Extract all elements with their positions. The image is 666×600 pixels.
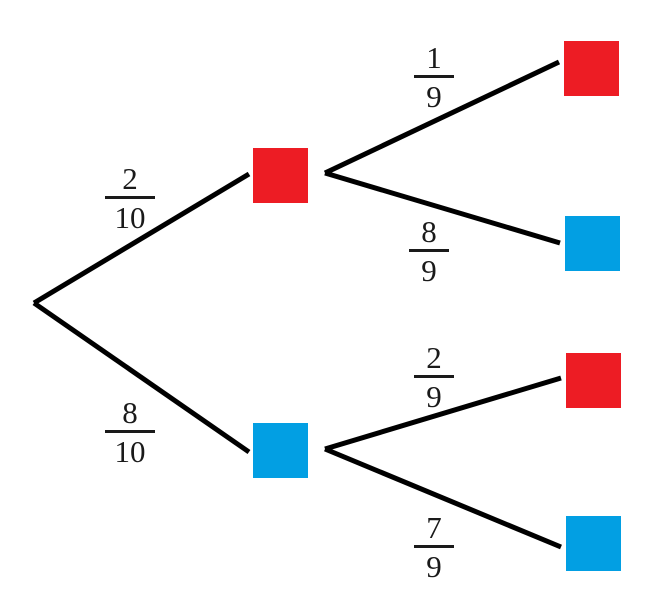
fraction-numerator: 8	[421, 214, 437, 249]
fraction-numerator: 1	[426, 40, 442, 75]
probability-label-blue-red: 2 9	[414, 342, 454, 412]
branch-line-red-blue	[324, 170, 561, 246]
fraction-numerator: 2	[122, 161, 138, 196]
node-level1-blue	[253, 423, 308, 478]
fraction-bar	[105, 430, 155, 433]
fraction-numerator: 2	[426, 340, 442, 375]
fraction-denominator: 10	[114, 434, 146, 469]
probability-label-red-blue: 8 9	[409, 216, 449, 286]
branch-line-root-blue	[32, 300, 251, 455]
node-level1-red	[253, 148, 308, 203]
node-level2-red-blue	[565, 216, 620, 271]
fraction-denominator: 9	[426, 79, 442, 114]
fraction-denominator: 10	[114, 200, 146, 235]
fraction-denominator: 9	[426, 549, 442, 584]
node-level2-blue-blue	[566, 516, 621, 571]
fraction-denominator: 9	[426, 379, 442, 414]
fraction-bar	[414, 375, 454, 378]
fraction-bar	[105, 196, 155, 199]
probability-label-root-red: 2 10	[105, 163, 155, 233]
fraction-numerator: 8	[122, 395, 138, 430]
probability-label-blue-blue: 7 9	[414, 512, 454, 582]
probability-label-red-red: 1 9	[414, 42, 454, 112]
branch-line-root-red	[32, 171, 251, 306]
node-level2-red-red	[564, 41, 619, 96]
probability-label-root-blue: 8 10	[105, 397, 155, 467]
branch-line-red-red	[323, 59, 561, 176]
fraction-numerator: 7	[426, 510, 442, 545]
fraction-bar	[409, 249, 449, 252]
fraction-bar	[414, 75, 454, 78]
node-level2-blue-red	[566, 353, 621, 408]
branch-line-blue-red	[324, 375, 562, 452]
branch-line-blue-blue	[324, 446, 562, 550]
fraction-denominator: 9	[421, 253, 437, 288]
fraction-bar	[414, 545, 454, 548]
